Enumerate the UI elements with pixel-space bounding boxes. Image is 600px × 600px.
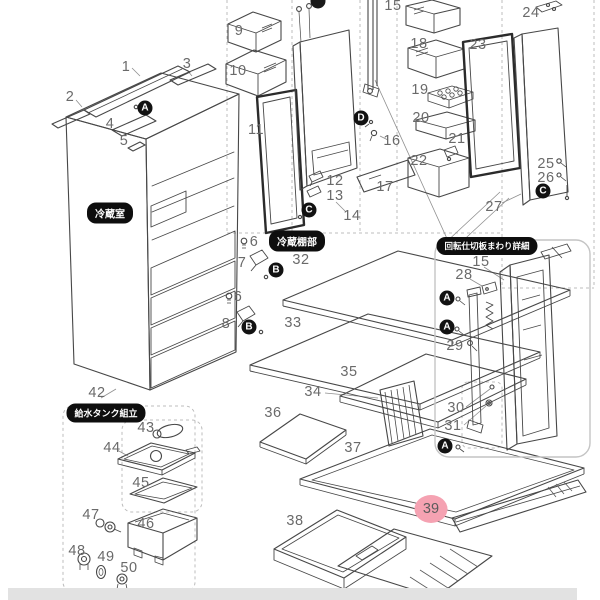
part-label-2: 2 <box>65 89 75 105</box>
part-label-37: 37 <box>344 440 362 456</box>
part-label-35: 35 <box>340 364 358 380</box>
part-label-43: 43 <box>137 420 155 436</box>
part-label-18: 18 <box>410 36 428 52</box>
part-label-27: 27 <box>485 199 503 215</box>
part-label-22: 22 <box>410 153 428 169</box>
part-label-45: 45 <box>132 475 150 491</box>
callout-letter-C: C <box>535 183 551 199</box>
part-label-6: 6 <box>249 234 259 250</box>
part-label-26: 26 <box>537 170 555 186</box>
part-label-30: 30 <box>447 400 465 416</box>
badge-rotating-partition-detail: 回転仕切板まわり詳細 <box>436 237 538 255</box>
part-label-44: 44 <box>103 440 121 456</box>
part-label-48: 48 <box>68 543 86 559</box>
part-label-3: 3 <box>182 56 192 72</box>
shelf-parts <box>225 237 587 598</box>
part-label-20: 20 <box>412 110 430 126</box>
part-label-17: 17 <box>376 179 394 195</box>
part-label-16: 16 <box>383 133 401 149</box>
part-label-25: 25 <box>537 156 555 172</box>
water-tank-parts <box>77 423 201 590</box>
part-label-36: 36 <box>264 405 282 421</box>
highlighted-part-number: 39 <box>422 501 440 517</box>
part-label-29: 29 <box>446 338 464 354</box>
part-label-49: 49 <box>97 549 115 565</box>
part-label-14: 14 <box>343 208 361 224</box>
callout-letter-C: C <box>301 202 317 218</box>
part-label-23: 23 <box>469 37 487 53</box>
callout-letter-B: B <box>241 319 257 335</box>
right-door-parts <box>405 0 570 206</box>
part-label-24: 24 <box>522 5 540 21</box>
part-label-32: 32 <box>292 252 310 268</box>
page-edge-strip <box>8 588 577 600</box>
part-label-31: 31 <box>444 418 462 434</box>
badge-fridge-compartment: 冷蔵室 <box>87 202 133 224</box>
part-label-15: 15 <box>384 0 402 14</box>
callout-letter-A: A <box>437 438 453 454</box>
part-label-19: 19 <box>411 82 429 98</box>
callout-letter-A: A <box>137 100 153 116</box>
part-label-5: 5 <box>119 133 129 149</box>
part-label-9: 9 <box>234 23 244 39</box>
part-label-13: 13 <box>326 188 344 204</box>
part-label-47: 47 <box>82 507 100 523</box>
part-label-8: 8 <box>221 316 231 332</box>
refrigerator-cabinet <box>51 63 240 391</box>
part-label-12: 12 <box>326 173 344 189</box>
part-label-7: 7 <box>237 255 247 271</box>
callout-letter-B: B <box>268 262 284 278</box>
highlighted-part-badge: 39 <box>414 495 448 523</box>
part-label-34: 34 <box>304 384 322 400</box>
part-label-50: 50 <box>120 560 138 576</box>
part-label-15: 15 <box>472 254 490 270</box>
part-label-4: 4 <box>105 116 115 132</box>
callout-letter-A: A <box>439 319 455 335</box>
part-label-28: 28 <box>455 267 473 283</box>
part-label-21: 21 <box>448 131 466 147</box>
leader-lines <box>75 67 522 457</box>
left-door-parts <box>225 0 416 235</box>
part-label-38: 38 <box>286 513 304 529</box>
part-label-42: 42 <box>88 385 106 401</box>
callout-letter-A: A <box>439 290 455 306</box>
part-label-46: 46 <box>137 516 155 532</box>
part-label-10: 10 <box>229 63 247 79</box>
part-label-33: 33 <box>284 315 302 331</box>
part-label-1: 1 <box>121 59 131 75</box>
part-label-6: 6 <box>233 289 243 305</box>
part-label-11: 11 <box>247 122 265 138</box>
callout-letter-D: D <box>353 110 369 126</box>
badge-water-tank-assembly: 給水タンク組立 <box>66 403 146 423</box>
badge-shelf-section: 冷蔵棚部 <box>269 230 325 252</box>
